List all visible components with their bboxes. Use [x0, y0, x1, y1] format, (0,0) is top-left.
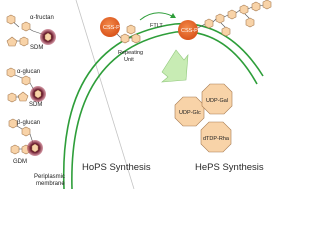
curved-arrow-icon: [139, 12, 173, 21]
octagon-icon: [174, 96, 205, 127]
nucleotide-sugar-label: UDP-Glc: [179, 110, 201, 116]
membrane-inner: [71, 30, 258, 189]
chain-link: [14, 74, 23, 79]
hexagon-icon: [215, 13, 225, 24]
chain-link: [244, 13, 250, 19]
hops-group-alpha-fructan: α-fructan SDM: [6, 14, 56, 51]
curved-arrow-icon: [161, 49, 189, 83]
chain-link: [16, 125, 23, 130]
hexagon-icon: [34, 89, 42, 99]
enzyme-label: CSS-P: [103, 25, 120, 31]
hexagon-icon: [21, 126, 31, 137]
hexagon-icon: [44, 32, 52, 42]
hexagon-icon: [7, 92, 17, 103]
product-label: β-glucan: [17, 120, 40, 126]
substrate-label: SDM: [30, 45, 43, 51]
hexagon-icon: [126, 24, 136, 35]
nucleotide-sugar-label: UDP-Gal: [206, 98, 228, 104]
hops-group-beta-glucan: β-glucan GDM: [8, 118, 43, 165]
hexagon-icon: [131, 33, 141, 44]
chain-link: [259, 4, 264, 7]
hexagon-icon: [221, 26, 231, 37]
hexagon-icon: [204, 18, 214, 29]
hexagon-icon: [21, 75, 31, 86]
transfer-label: FTLT: [150, 23, 163, 29]
hexagon-icon: [251, 1, 261, 12]
membrane-outer: [62, 22, 264, 189]
heps-enzyme-1: CSS-P Repeating Unit: [100, 17, 143, 63]
hexagon-icon: [227, 9, 237, 20]
nucleotide-sugar-udp-glc: UDP-Glc: [174, 96, 205, 127]
arrowhead: [170, 13, 176, 18]
chain-link: [212, 18, 217, 23]
enzyme-sphere-icon: [178, 20, 198, 40]
chain-link: [197, 23, 206, 29]
hops-group-alpha-glucan: α-glucan SDM: [6, 67, 46, 108]
enzyme-label: CSS-P: [181, 28, 198, 34]
section-divider: [75, 0, 135, 189]
polysaccharide-synthesis-diagram: α-fructan SDM α-glucan SDM β-glucan GDM: [6, 0, 272, 189]
chain-link: [116, 33, 122, 39]
product-label: α-glucan: [17, 69, 40, 75]
nucleotide-sugar-dtdp-rha: dTDP-Rha: [200, 121, 232, 153]
repeating-unit-line1: Repeating: [118, 50, 143, 56]
hexagon-icon: [6, 14, 16, 25]
octagon-icon: [200, 121, 232, 153]
pentagon-icon: [6, 36, 18, 47]
enzyme-sphere-icon: [100, 17, 120, 37]
hexagon-icon: [19, 36, 29, 47]
substrate-label: GDM: [13, 159, 27, 165]
chain-link: [220, 22, 226, 28]
hexagon-icon: [8, 118, 18, 129]
hexagon-icon: [262, 0, 272, 10]
membrane-label-line1: Periplasmic: [34, 174, 65, 180]
membrane-label-line2: membrane: [36, 181, 65, 187]
chain-link: [247, 6, 253, 10]
hexagon-icon: [245, 17, 255, 28]
repeating-unit-line2: Unit: [124, 57, 134, 63]
heps-title: HePS Synthesis: [195, 162, 264, 173]
hops-title: HoPS Synthesis: [82, 162, 151, 173]
octagon-icon: [201, 83, 233, 115]
hexagon-icon: [239, 4, 249, 15]
pentagon-icon: [17, 91, 29, 102]
chain-link: [223, 14, 229, 18]
nucleotide-sugar-udp-gal: UDP-Gal: [201, 83, 233, 115]
heps-enzyme-2: CSS-P: [178, 0, 272, 40]
substrate-label: SDM: [29, 102, 42, 108]
chain-link: [235, 9, 241, 14]
hexagon-icon: [21, 21, 31, 32]
product-label: α-fructan: [30, 15, 54, 21]
nucleotide-sugar-label: dTDP-Rha: [203, 136, 230, 142]
hexagon-icon: [31, 143, 39, 153]
hexagon-icon: [6, 67, 16, 78]
hexagon-icon: [120, 33, 130, 44]
hexagon-icon: [10, 144, 20, 155]
